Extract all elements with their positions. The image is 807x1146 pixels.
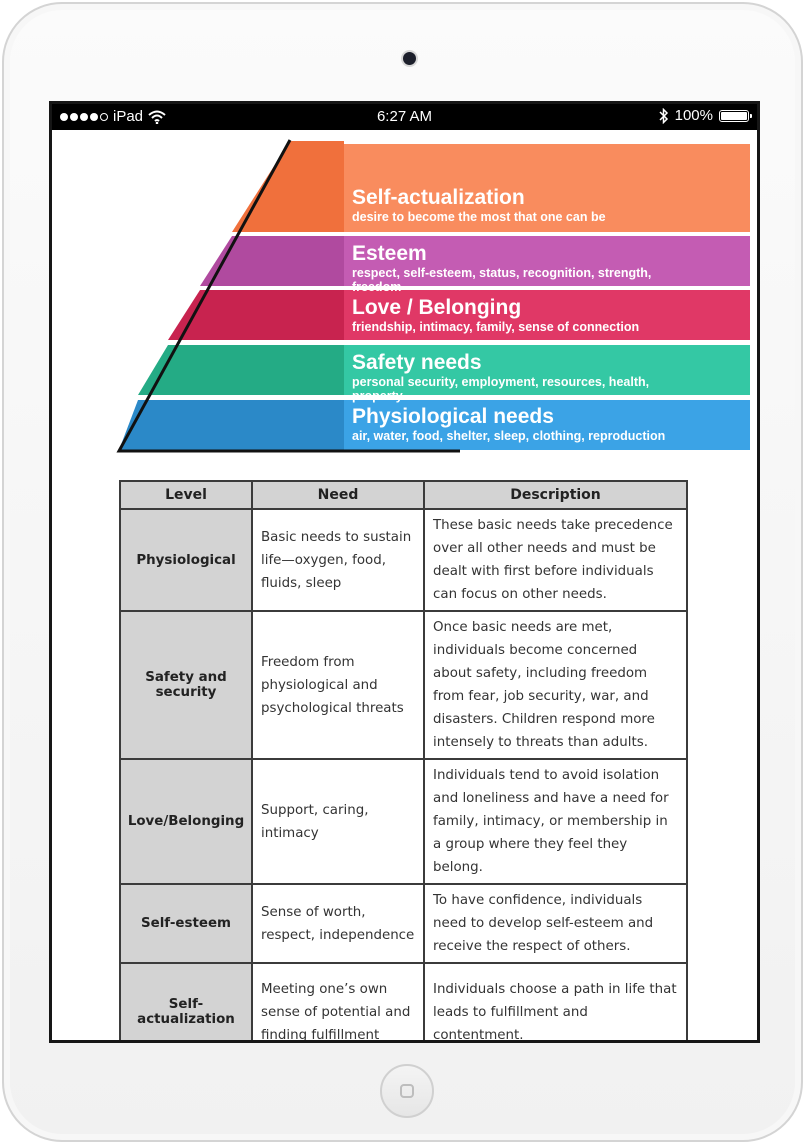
band-physiological	[344, 400, 750, 450]
signal-strength-icon	[60, 112, 108, 121]
cell-level: Safety and security	[119, 610, 253, 760]
needs-table: Level Need Description Physiological Bas…	[119, 480, 688, 1040]
pyramid-tier-esteem	[200, 236, 344, 286]
table-row: Safety and security Freedom from physiol…	[119, 610, 688, 760]
header-description: Description	[423, 480, 688, 510]
battery-icon	[719, 109, 752, 122]
cell-level: Love/Belonging	[119, 758, 253, 885]
cell-need: Basic needs to sustain life—oxygen, food…	[251, 508, 425, 612]
bluetooth-icon	[659, 107, 668, 124]
cell-level: Physiological	[119, 508, 253, 612]
pyramid-outline	[116, 139, 460, 453]
cell-need: Support, caring, intimacy	[251, 758, 425, 885]
pyramid-tier-self-actualization	[232, 141, 344, 232]
level-subtitle: personal security, employment, resources…	[352, 375, 650, 403]
cell-need: Freedom from physiological and psycholog…	[251, 610, 425, 760]
header-level: Level	[119, 480, 253, 510]
pyramid-triangle	[116, 139, 460, 453]
cell-need: Sense of worth, respect, independence	[251, 883, 425, 964]
cell-description: To have confidence, individuals need to …	[423, 883, 688, 964]
pyramid-tier-love-belonging	[168, 290, 344, 340]
level-subtitle: air, water, food, shelter, sleep, clothi…	[352, 429, 666, 443]
screen: iPad 6:27 AM 100%	[49, 101, 760, 1043]
level-safety: Safety needs personal security, employme…	[352, 351, 691, 403]
level-love-belonging: Love / Belonging friendship, intimacy, f…	[352, 296, 639, 334]
cell-need: Meeting one’s own sense of potential and…	[251, 962, 425, 1040]
status-time: 6:27 AM	[376, 108, 433, 125]
wifi-icon	[148, 110, 166, 124]
cell-description: These basic needs take precedence over a…	[423, 508, 688, 612]
band-esteem	[344, 236, 750, 286]
pyramid-tier-physiological	[119, 400, 344, 450]
band-self-actualization	[344, 144, 750, 232]
level-esteem: Esteem respect, self-esteem, status, rec…	[352, 242, 691, 294]
pyramid-tier-safety	[138, 345, 344, 395]
table-header-row: Level Need Description	[119, 480, 688, 510]
band-safety	[344, 345, 750, 395]
cell-description: Individuals tend to avoid isolation and …	[423, 758, 688, 885]
home-button-icon	[400, 1084, 414, 1098]
level-physiological: Physiological needs air, water, food, sh…	[352, 405, 665, 443]
table-row: Self-esteem Sense of worth, respect, ind…	[119, 883, 688, 964]
table-row: Physiological Basic needs to sustain lif…	[119, 508, 688, 612]
level-subtitle: desire to become the most that one can b…	[352, 210, 606, 224]
cell-level: Self-esteem	[119, 883, 253, 964]
front-camera	[401, 50, 418, 67]
level-title: Safety needs	[352, 351, 482, 374]
cell-level: Self-actualization	[119, 962, 253, 1040]
level-self-actualization: Self-actualization desire to become the …	[352, 186, 606, 224]
level-title: Esteem	[352, 242, 427, 265]
level-title: Physiological needs	[352, 405, 554, 428]
carrier-label: iPad	[113, 108, 144, 125]
header-need: Need	[251, 480, 425, 510]
cell-description: Individuals choose a path in life that l…	[423, 962, 688, 1040]
status-left: iPad	[60, 108, 166, 125]
status-right: 100%	[659, 107, 752, 124]
status-bar: iPad 6:27 AM 100%	[52, 104, 757, 130]
maslow-pyramid: Self-actualization desire to become the …	[116, 138, 750, 460]
cell-description: Once basic needs are met, individuals be…	[423, 610, 688, 760]
band-love-belonging	[344, 290, 750, 340]
level-title: Love / Belonging	[352, 296, 522, 319]
table-row: Love/Belonging Support, caring, intimacy…	[119, 758, 688, 885]
level-subtitle: friendship, intimacy, family, sense of c…	[352, 320, 640, 334]
home-button[interactable]	[380, 1064, 434, 1118]
table-row: Self-actualization Meeting one’s own sen…	[119, 962, 688, 1040]
level-subtitle: respect, self-esteem, status, recognitio…	[352, 266, 652, 294]
level-title: Self-actualization	[352, 186, 525, 209]
battery-percent: 100%	[674, 107, 713, 124]
